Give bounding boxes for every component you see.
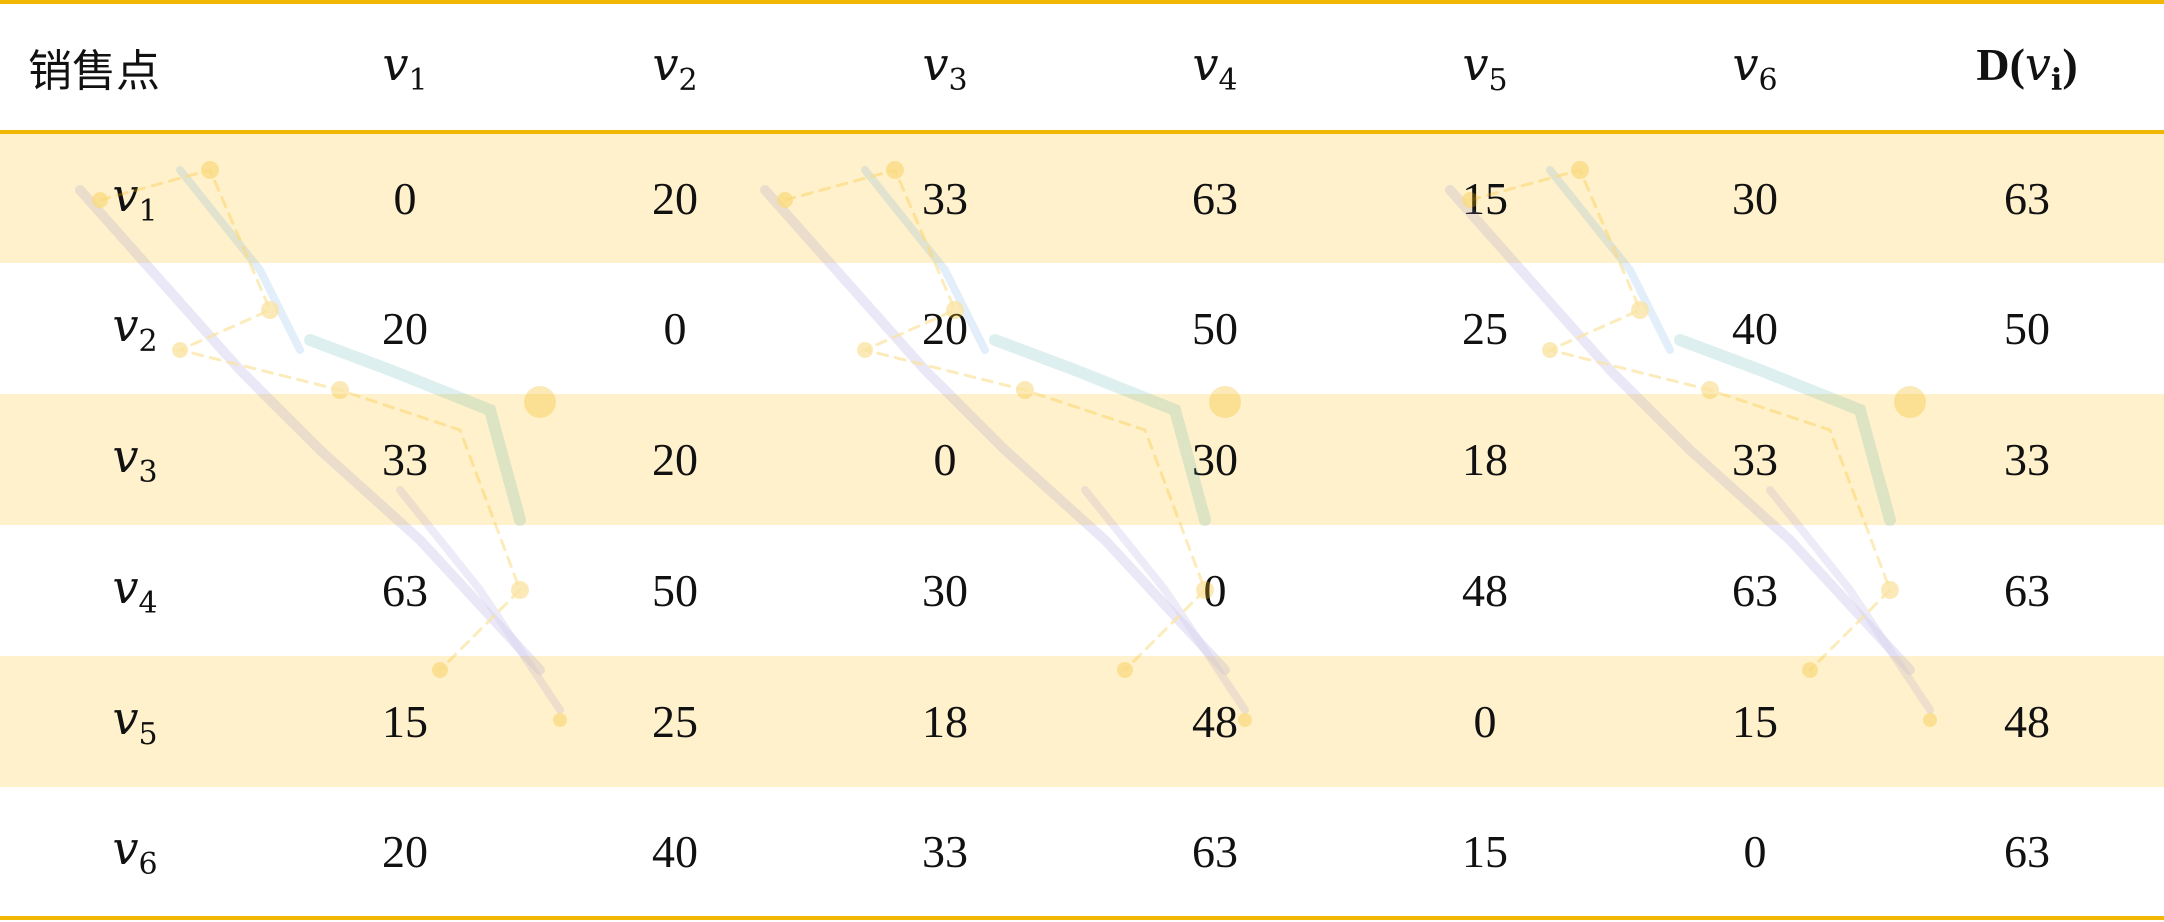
table-cell: 50 [1192, 303, 1238, 354]
table-cell: 40 [1732, 303, 1778, 354]
table-cell: 33 [382, 434, 428, 485]
table-cell: 48 [1192, 696, 1238, 747]
table-cell: 15 [1350, 787, 1620, 920]
table-cell: 20 [652, 434, 698, 485]
table-row: v4 63 50 30 0 48 63 63 [0, 525, 2164, 656]
table-cell: 20 [922, 303, 968, 354]
var-subscript: 6 [1758, 62, 1778, 98]
var-subscript: 5 [138, 717, 158, 752]
header-cell-v3: v3 [810, 0, 1080, 134]
table-cell: 18 [1462, 434, 1508, 485]
var-subscript: i [2050, 62, 2063, 98]
table-cell: 15 [382, 696, 428, 747]
table-cell-d: 50 [2004, 303, 2050, 354]
table-cell: 30 [922, 565, 968, 616]
table-row: v5 15 25 18 48 0 15 48 [0, 656, 2164, 787]
table-cell: 63 [382, 565, 428, 616]
table-cell: 15 [1732, 696, 1778, 747]
var-letter: v [112, 168, 139, 222]
table-cell: 0 [393, 173, 417, 224]
var-letter: v [112, 429, 139, 483]
table-cell-d: 63 [2004, 565, 2050, 616]
table-row: v3 33 20 0 30 18 33 33 [0, 394, 2164, 525]
var-subscript: 3 [138, 455, 158, 490]
row-label: v1 [0, 132, 270, 263]
table-cell: 33 [810, 787, 1080, 920]
table-cell-d: 48 [2004, 696, 2050, 747]
var-subscript: 5 [1488, 62, 1508, 98]
table-cell: 63 [1732, 565, 1778, 616]
table-row: v2 20 0 20 50 25 40 50 [0, 263, 2164, 394]
table-cell: 0 [1203, 565, 1227, 616]
var-letter: v [112, 298, 139, 352]
header-cell-v1: v1 [270, 0, 540, 134]
table-cell: 0 [1473, 696, 1497, 747]
table-cell: 50 [652, 565, 698, 616]
row-label: v2 [0, 263, 270, 394]
table-cell: 25 [652, 696, 698, 747]
var-subscript: 6 [138, 847, 158, 882]
table-cell: 20 [270, 787, 540, 920]
table-cell: 48 [1462, 565, 1508, 616]
table-cell: 0 [663, 303, 687, 354]
var-letter: v [112, 560, 139, 614]
var-subscript: 1 [408, 62, 428, 98]
header-cell-v6: v6 [1620, 0, 1890, 134]
table-cell: 63 [1192, 173, 1238, 224]
table-row: v1 0 20 33 63 15 30 63 [0, 132, 2164, 263]
d-prefix: D( [1976, 38, 2025, 90]
table-cell-d: 33 [2004, 434, 2050, 485]
var-letter: v [1732, 36, 1759, 91]
var-letter: v [112, 821, 139, 875]
d-suffix: ) [2062, 38, 2078, 90]
header-cell-v4: v4 [1080, 0, 1350, 134]
table-body: v1 0 20 33 63 15 30 63 v2 20 0 20 50 25 … [0, 132, 2164, 920]
table-cell: 30 [1192, 434, 1238, 485]
var-letter: v [1192, 36, 1219, 91]
table-cell: 20 [382, 303, 428, 354]
table-cell: 33 [922, 173, 968, 224]
table-cell: 40 [540, 787, 810, 920]
row-label: v3 [0, 394, 270, 525]
var-subscript: 3 [948, 62, 968, 98]
var-letter: v [922, 36, 949, 91]
var-letter: v [112, 691, 139, 745]
var-subscript: 4 [1218, 62, 1238, 98]
header-cell-d-vi: D(vi) [1890, 0, 2164, 134]
var-letter: v [652, 36, 679, 91]
table-cell: 63 [1080, 787, 1350, 920]
header-cell-v2: v2 [540, 0, 810, 134]
table-cell: 20 [652, 173, 698, 224]
row-label: v6 [0, 787, 270, 920]
var-letter: v [1462, 36, 1489, 91]
table-cell: 25 [1462, 303, 1508, 354]
row-label: v5 [0, 656, 270, 787]
var-subscript: 1 [138, 194, 158, 229]
table-cell-d: 63 [1890, 787, 2164, 920]
header-row: 销售点 v1 v2 v3 v4 v5 v6 D(vi) [0, 0, 2164, 134]
table-cell: 0 [1620, 787, 1890, 920]
table-cell: 15 [1462, 173, 1508, 224]
header-cell-v5: v5 [1350, 0, 1620, 134]
table-row: v6 20 40 33 63 15 0 63 [0, 787, 2164, 920]
table-cell-d: 63 [2004, 173, 2050, 224]
var-subscript: 2 [138, 324, 158, 359]
var-letter: v [2024, 36, 2051, 91]
table-cell: 30 [1732, 173, 1778, 224]
var-letter: v [382, 36, 409, 91]
row-label: v4 [0, 525, 270, 656]
header-cell-sales-point: 销售点 [0, 0, 270, 134]
table-cell: 0 [933, 434, 957, 485]
table-cell: 33 [1732, 434, 1778, 485]
table-cell: 18 [922, 696, 968, 747]
var-subscript: 2 [678, 62, 698, 98]
var-subscript: 4 [138, 586, 158, 621]
